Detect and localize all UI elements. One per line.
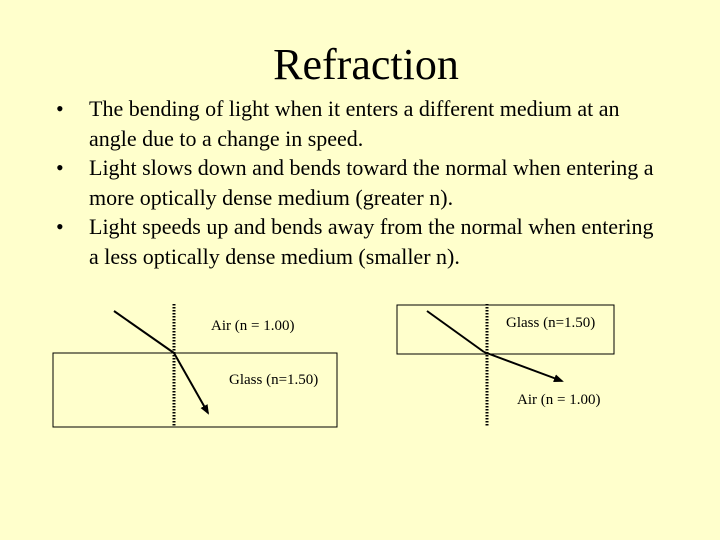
refracted-ray	[483, 351, 564, 382]
bullet-item: The bending of light when it enters a di…	[56, 94, 656, 153]
bottom-medium-label: Air (n = 1.00)	[517, 392, 600, 408]
bullet-item: Light slows down and bends toward the no…	[56, 153, 656, 212]
diagram-air-to-glass: Air (n = 1.00) Glass (n=1.50)	[52, 304, 338, 428]
glass-block	[52, 352, 338, 428]
glass-block	[396, 304, 615, 355]
incident-ray	[113, 310, 175, 354]
top-medium-label: Glass (n=1.50)	[506, 315, 595, 331]
bullet-item: Light speeds up and bends away from the …	[56, 212, 656, 271]
bottom-medium-label: Glass (n=1.50)	[229, 372, 318, 388]
incident-ray	[426, 310, 485, 353]
top-medium-label: Air (n = 1.00)	[211, 318, 294, 334]
slide-title: Refraction	[273, 40, 459, 89]
diagram-glass-to-air: Glass (n=1.50) Air (n = 1.00)	[396, 304, 615, 427]
bullet-list: The bending of light when it enters a di…	[56, 94, 656, 271]
refracted-ray	[173, 352, 209, 415]
